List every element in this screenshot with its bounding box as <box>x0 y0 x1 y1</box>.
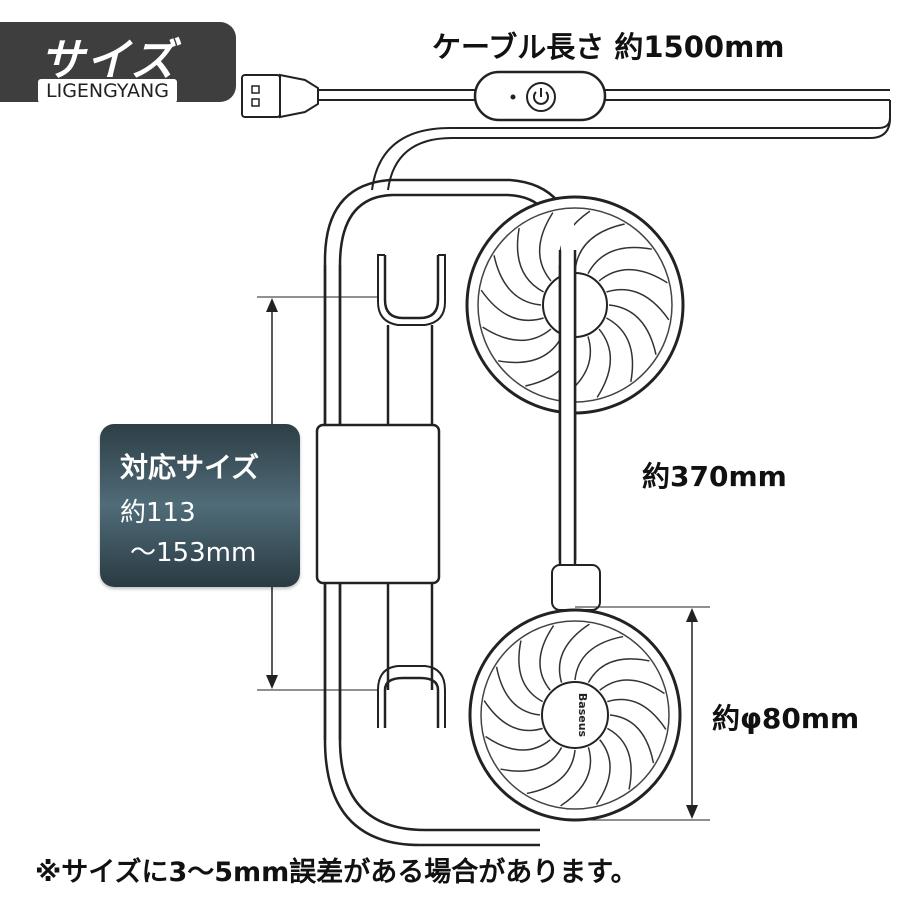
fan-blade <box>500 746 563 772</box>
fan-diameter-dimension <box>575 606 710 821</box>
fan-blade <box>574 635 624 681</box>
fan-blade <box>497 336 563 364</box>
fan-blade <box>538 212 554 282</box>
fan-blade <box>606 727 632 790</box>
fan-blade <box>558 623 590 683</box>
lower-fan-icon: Baseus <box>468 564 682 822</box>
switch-module <box>473 70 607 122</box>
fan-blade <box>609 714 655 764</box>
power-icon <box>533 88 549 105</box>
fan-blade <box>483 700 543 732</box>
headrest-hook <box>315 254 446 740</box>
watermark-text: LIGENGYANG <box>38 79 177 103</box>
badge-title: サイズ <box>40 35 177 86</box>
fan-blade <box>516 227 544 293</box>
fan-blade <box>599 679 665 695</box>
fan-diameter-label: 約φ80mm <box>712 702 860 735</box>
fit-size-range-line1: 約113 <box>120 498 196 528</box>
fan-blade <box>587 246 653 274</box>
fan-blade <box>493 255 542 306</box>
power-cable <box>371 100 891 191</box>
fan-blade <box>518 640 544 703</box>
fan-blade <box>482 326 552 342</box>
tolerance-note: ※サイズに3〜5mm誤差がある場合があります。 <box>35 857 638 888</box>
fan-blade <box>595 739 611 805</box>
fan-blade <box>485 735 551 751</box>
fit-size-title: 対応サイズ <box>120 451 260 484</box>
cable-length-label: ケーブル長さ 約1500mm <box>432 30 785 64</box>
fan-blade <box>495 666 541 716</box>
fan-blade <box>539 625 555 691</box>
fan-blade <box>560 747 592 807</box>
cable-line <box>318 89 890 101</box>
fan-blade <box>607 698 667 730</box>
fit-size-range-line2: 〜153mm <box>130 538 257 568</box>
fan-blade <box>608 304 657 355</box>
fan-logo: Baseus <box>576 693 589 738</box>
fan-blade <box>598 268 668 284</box>
fan-blade <box>526 749 576 795</box>
fit-size-box: 対応サイズ 約113 〜153mm <box>100 424 300 587</box>
fan-blade <box>480 289 544 322</box>
fan-blade <box>596 328 612 398</box>
fan-blade <box>606 288 670 321</box>
usb-plug-icon <box>241 73 319 119</box>
fan-blade <box>606 317 634 383</box>
size-badge: サイズ LIGENGYANG <box>0 22 236 103</box>
height-label: 約370mm <box>642 460 787 493</box>
fan-blade <box>587 658 650 684</box>
